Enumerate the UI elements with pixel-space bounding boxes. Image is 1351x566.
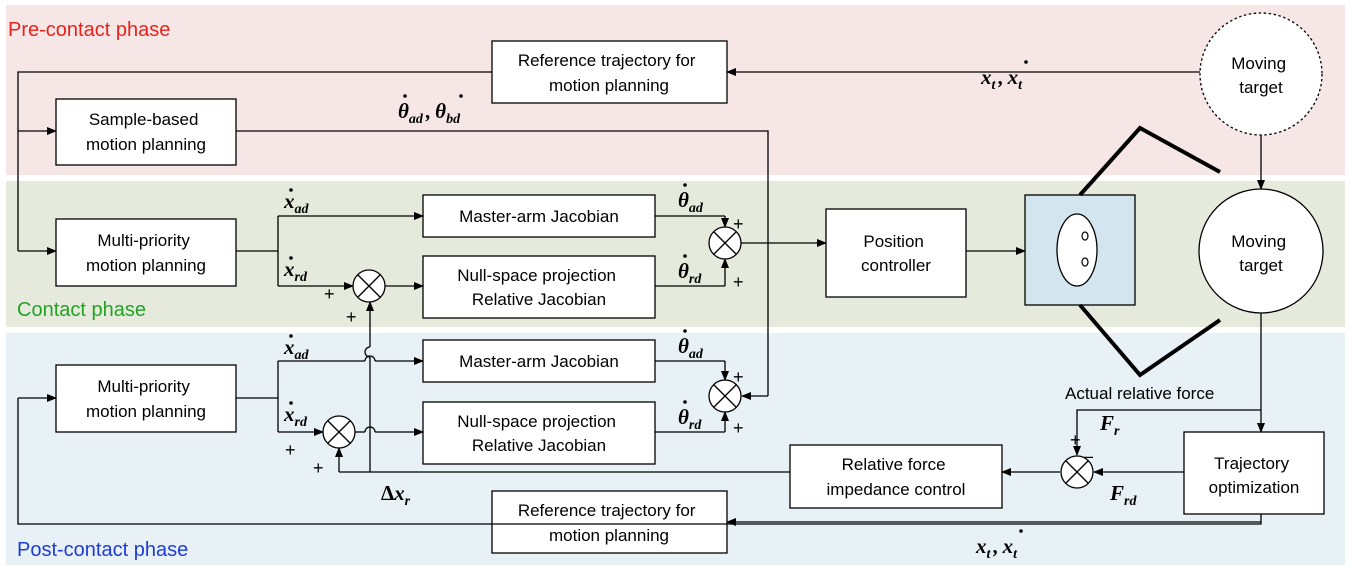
null-space-contact-block — [422, 255, 656, 319]
svg-text:θad: θad — [678, 334, 704, 362]
svg-text:xt,xt: xt,xt — [980, 65, 1023, 93]
trajectory-optimization-block — [1183, 431, 1325, 515]
xdot-rd-post-label: xrd — [283, 401, 308, 430]
sum-junction-contact-output — [708, 226, 742, 260]
svg-text:+: + — [1070, 430, 1081, 450]
sum-junction-contact-null — [352, 269, 386, 303]
ref-traj-top-text: Reference trajectory for motion planning — [518, 51, 700, 95]
dual-arm-robot-illustration — [1024, 125, 1222, 378]
svg-text:θad,θbd: θad,θbd — [398, 99, 461, 127]
svg-text:+: + — [346, 307, 357, 327]
svg-text:Fr: Fr — [1099, 411, 1120, 439]
svg-text:+: + — [733, 214, 744, 234]
master-jacobian-post-text: Master-arm Jacobian — [459, 352, 619, 371]
svg-text:+: + — [733, 272, 744, 292]
thetadot-ad-post-label: θad — [678, 329, 704, 362]
xt-label-top: xt,xt — [980, 60, 1028, 93]
xdot-ad-contact-label: xad — [283, 188, 310, 217]
thetadot-ad-contact-label: θad — [678, 183, 704, 216]
svg-text:xrd: xrd — [283, 257, 308, 285]
xdot-ad-post-label: xad — [283, 334, 310, 363]
sum-junction-post-output — [708, 379, 742, 413]
f-r-label: Fr — [1099, 411, 1120, 439]
svg-text:Δxr: Δxr — [381, 481, 411, 509]
theta-ad-bd-label: θad,θbd — [398, 94, 463, 127]
actual-relative-force-label: Actual relative force — [1065, 384, 1214, 403]
svg-text:xt,xt: xt,xt — [975, 534, 1018, 562]
signal-lines — [17, 68, 1265, 525]
svg-text:xrd: xrd — [283, 402, 308, 430]
null-space-post-text: Null-space projection Relative Jacobian — [457, 412, 620, 455]
moving-target-top-text: Moving target — [1231, 54, 1291, 97]
f-rd-label: Frd — [1109, 481, 1137, 509]
ref-traj-bottom-block — [491, 490, 728, 554]
svg-text:θad: θad — [678, 188, 704, 216]
moving-target-mid-node — [1198, 188, 1324, 314]
svg-text:θrd: θrd — [678, 259, 702, 287]
delta-x-r-label: Δxr — [381, 481, 411, 509]
mp-contact-text: Multi-priority motion planning — [86, 231, 206, 275]
moving-target-mid-text: Moving target — [1231, 232, 1291, 275]
svg-text:xad: xad — [283, 189, 310, 217]
null-space-contact-text: Null-space projection Relative Jacobian — [457, 266, 620, 309]
svg-text:+: + — [285, 440, 296, 460]
mp-post-block — [55, 364, 237, 433]
sum-junction-post-null — [322, 415, 356, 449]
svg-text:Frd: Frd — [1109, 481, 1137, 509]
null-space-post-block — [422, 401, 656, 465]
mp-post-text: Multi-priority motion planning — [86, 377, 206, 421]
position-controller-block — [825, 208, 967, 298]
mp-contact-block — [55, 218, 237, 287]
force-impedance-text: Relative force impedance control — [827, 455, 966, 499]
thetadot-rd-post-label: θrd — [678, 400, 702, 433]
sum-signs: + + + + + + + + + – — [285, 214, 1093, 478]
svg-text:xad: xad — [283, 335, 310, 363]
svg-text:+: + — [324, 284, 335, 304]
svg-text:θrd: θrd — [678, 405, 702, 433]
xt-label-bottom: xt,xt — [975, 529, 1023, 562]
post-contact-phase-label: Post-contact phase — [17, 539, 188, 561]
sample-planning-text: Sample-based motion planning — [86, 110, 206, 154]
ref-traj-bottom-text: Reference trajectory for motion planning — [518, 501, 700, 545]
master-jacobian-contact-text: Master-arm Jacobian — [459, 207, 619, 226]
force-impedance-block — [789, 444, 1003, 509]
svg-text:–: – — [1083, 446, 1093, 466]
sample-planning-block — [55, 98, 237, 166]
svg-text:+: + — [733, 418, 744, 438]
svg-text:+: + — [313, 458, 324, 478]
trajectory-optimization-text: Trajectory optimization — [1209, 454, 1300, 497]
xdot-rd-contact-label: xrd — [283, 256, 308, 285]
pre-contact-phase-label: Pre-contact phase — [8, 19, 170, 41]
contact-phase-label: Contact phase — [17, 299, 146, 321]
position-controller-text: Position controller — [861, 232, 931, 275]
svg-text:+: + — [733, 367, 744, 387]
master-jacobian-post-block — [422, 339, 656, 383]
sum-junction-force — [1060, 455, 1094, 489]
moving-target-top-node — [1199, 12, 1323, 136]
thetadot-rd-contact-label: θrd — [678, 254, 702, 287]
